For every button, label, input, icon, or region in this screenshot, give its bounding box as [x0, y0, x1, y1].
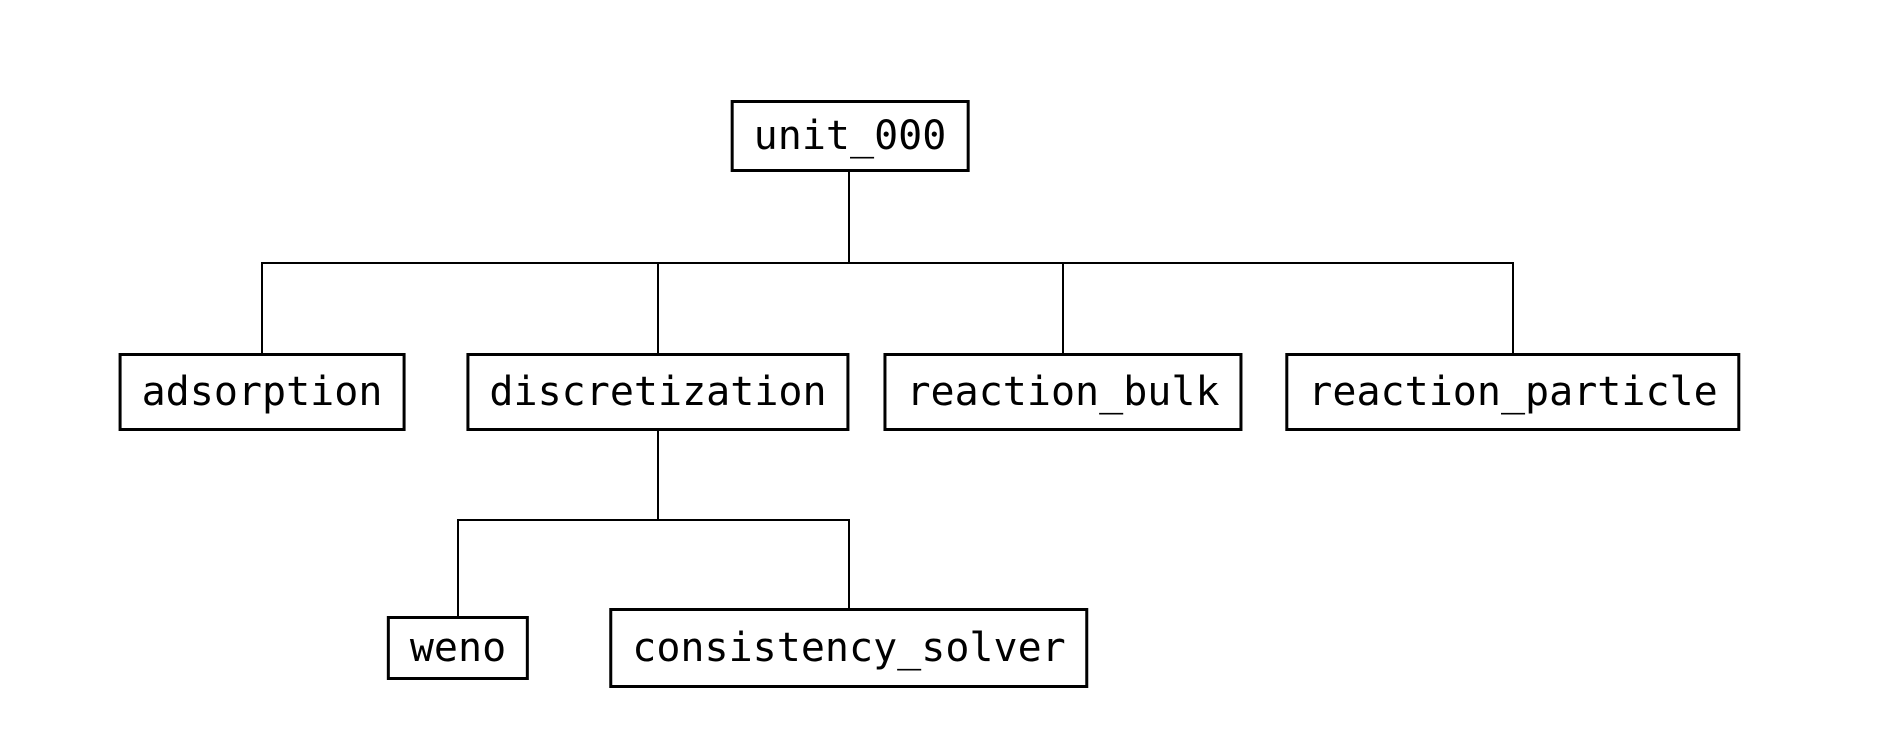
connector-drop-reaction-bulk	[1062, 263, 1064, 353]
node-weno: weno	[386, 616, 530, 680]
connector-stem-discretization	[657, 431, 659, 520]
connector-stem-root	[848, 172, 850, 263]
node-unit-000: unit_000	[730, 100, 970, 172]
node-reaction-bulk: reaction_bulk	[883, 353, 1243, 431]
connector-drop-adsorption	[261, 263, 263, 353]
node-discretization: discretization	[466, 353, 850, 431]
connector-rail-level1	[261, 262, 1514, 264]
connector-drop-weno	[457, 520, 459, 616]
connector-drop-reaction-particle	[1512, 263, 1514, 353]
node-adsorption: adsorption	[118, 353, 406, 431]
connector-rail-level2	[457, 519, 850, 521]
connector-drop-discretization	[657, 263, 659, 353]
node-reaction-particle: reaction_particle	[1285, 353, 1741, 431]
node-consistency-solver: consistency_solver	[609, 608, 1089, 688]
connector-drop-consistency-solver	[848, 520, 850, 608]
